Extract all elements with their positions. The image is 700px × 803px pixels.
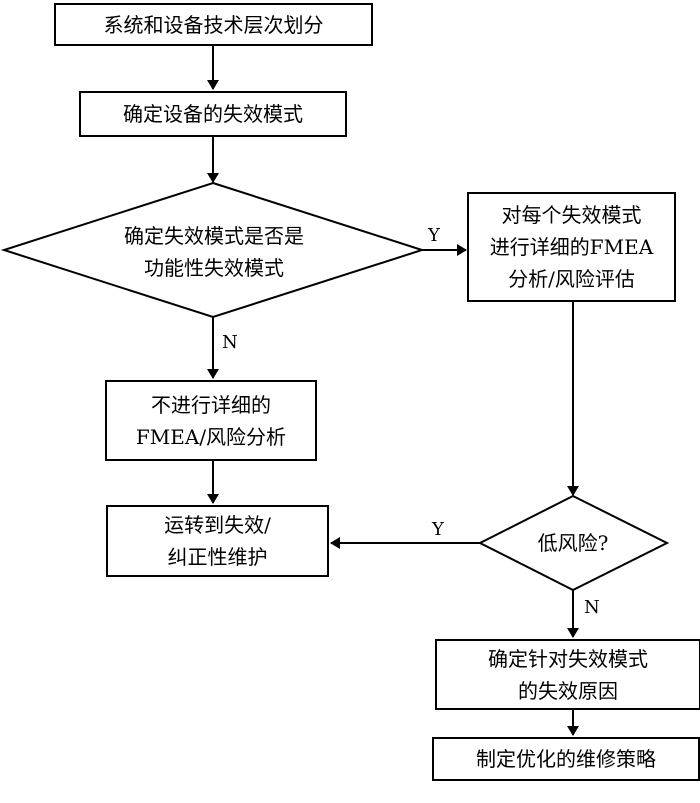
decision-low-risk-text: 低风险?: [537, 531, 609, 555]
step-determine-failure-modes: 确定设备的失效模式: [79, 91, 347, 137]
decision-functional-failure-text: 确定失效模式是否是 功能性失效模式: [124, 224, 304, 280]
step-technical-hierarchy: 系统和设备技术层次划分: [54, 3, 373, 46]
edge-label-low-risk-no: N: [584, 597, 600, 618]
step-detailed-fmea: 对每个失效模式 进行详细的FMEA 分析/风险评估: [467, 192, 676, 302]
edge-label-low-risk-yes: Y: [432, 519, 444, 540]
edge-label-functional-no: N: [222, 332, 238, 353]
step-run-to-failure: 运转到失效/ 纠正性维护: [106, 505, 329, 577]
step-failure-causes: 确定针对失效模式 的失效原因: [435, 639, 700, 710]
step-optimized-strategy: 制定优化的维修策略: [432, 737, 700, 781]
edge-label-functional-yes: Y: [428, 225, 440, 246]
step-no-detailed-fmea: 不进行详细的 FMEA/风险分析: [105, 380, 317, 461]
